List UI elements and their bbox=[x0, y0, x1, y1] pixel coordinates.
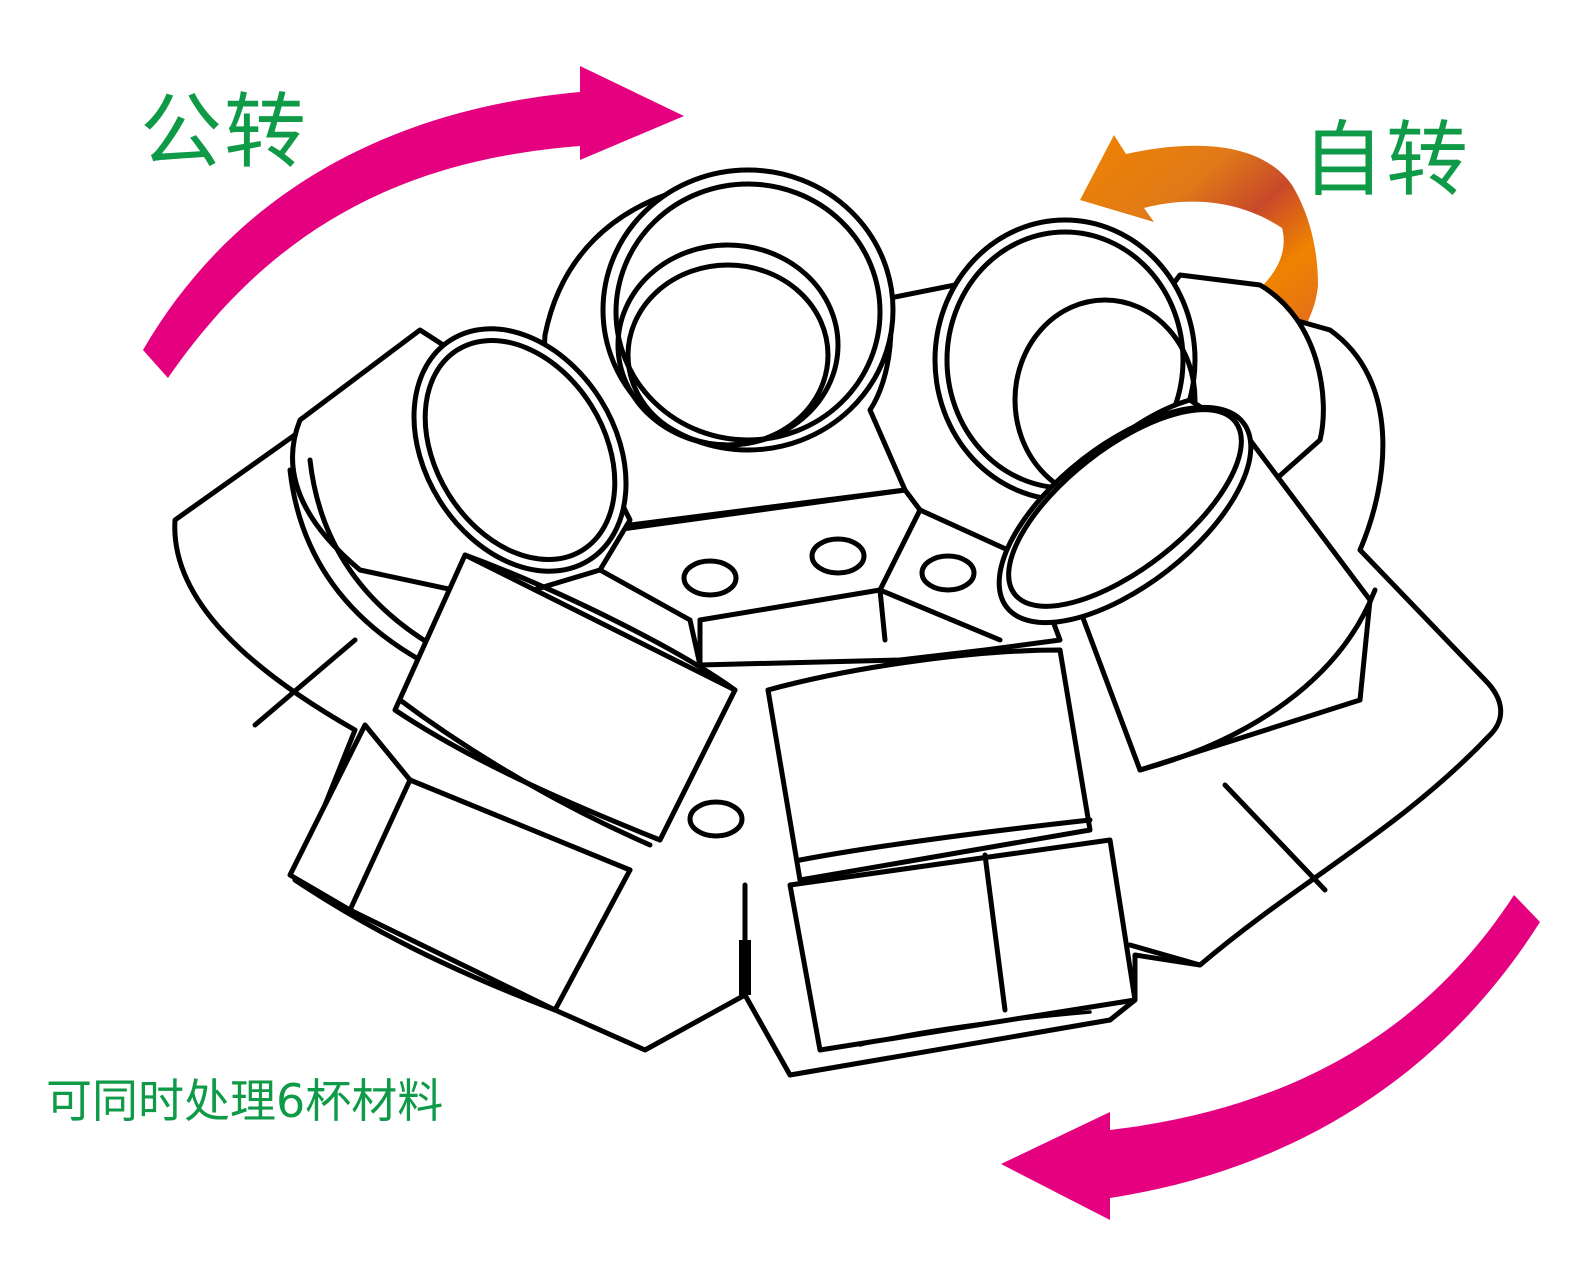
center-hub bbox=[597, 487, 1063, 839]
bolt-hole bbox=[919, 553, 977, 593]
bolt-hole bbox=[809, 536, 867, 576]
shaft-key bbox=[739, 940, 751, 995]
jar-bottom-center bbox=[739, 647, 1138, 1053]
bolt-hole bbox=[687, 799, 745, 839]
jar-left-front bbox=[287, 552, 738, 1013]
jar-top-center bbox=[541, 167, 908, 528]
revolution-label: 公转 bbox=[140, 85, 309, 180]
jar-right bbox=[996, 397, 1378, 773]
capacity-caption: 可同时处理6杯材料 bbox=[46, 1074, 444, 1128]
revolution-arrow-top bbox=[143, 66, 684, 378]
bolt-hole bbox=[681, 558, 739, 598]
rotation-label: 自转 bbox=[1302, 113, 1471, 208]
revolution-arrow-bottom bbox=[1001, 895, 1540, 1220]
jar-upper-left bbox=[287, 326, 633, 663]
